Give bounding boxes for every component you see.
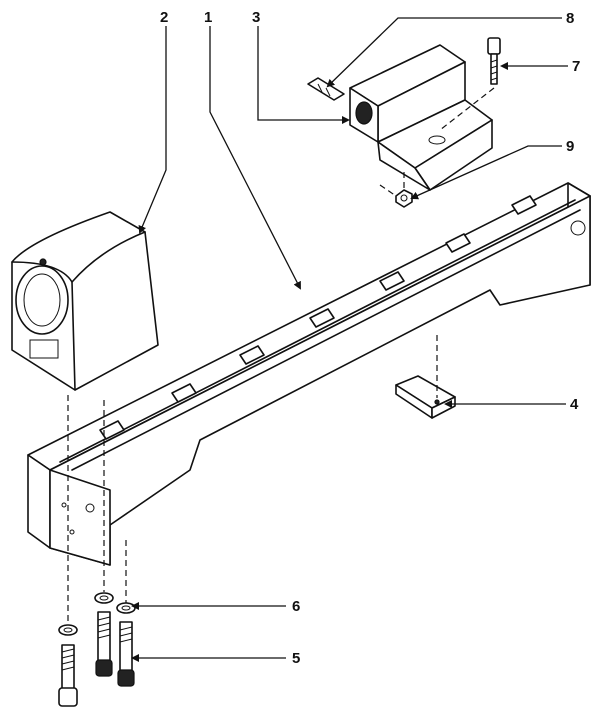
clamp-block — [349, 44, 493, 191]
callout-3: 3 — [252, 9, 260, 26]
callout-9: 9 — [566, 138, 574, 155]
callout-4: 4 — [570, 396, 579, 413]
nut-9 — [395, 189, 413, 208]
bed-end-hole — [570, 220, 586, 236]
callout-2: 2 — [160, 9, 168, 26]
bed-left-hole — [85, 503, 95, 513]
cap-screw-7 — [487, 37, 501, 85]
callout-6: 6 — [292, 598, 300, 615]
lathe-bed — [27, 182, 591, 566]
callout-8: 8 — [566, 10, 574, 27]
headstock-housing — [11, 211, 159, 391]
washers-6 — [58, 592, 136, 636]
leader-lines — [131, 17, 568, 662]
callout-1: 1 — [204, 9, 212, 26]
callout-labels: 2 1 3 8 7 9 4 6 5 — [160, 9, 580, 667]
bolts-5 — [58, 611, 135, 707]
clamp-plate — [395, 375, 456, 419]
callout-7: 7 — [572, 58, 580, 75]
callout-5: 5 — [292, 650, 300, 667]
bed-ribs — [99, 195, 537, 440]
assembly-lines — [67, 87, 495, 625]
set-screw-8 — [307, 77, 345, 101]
